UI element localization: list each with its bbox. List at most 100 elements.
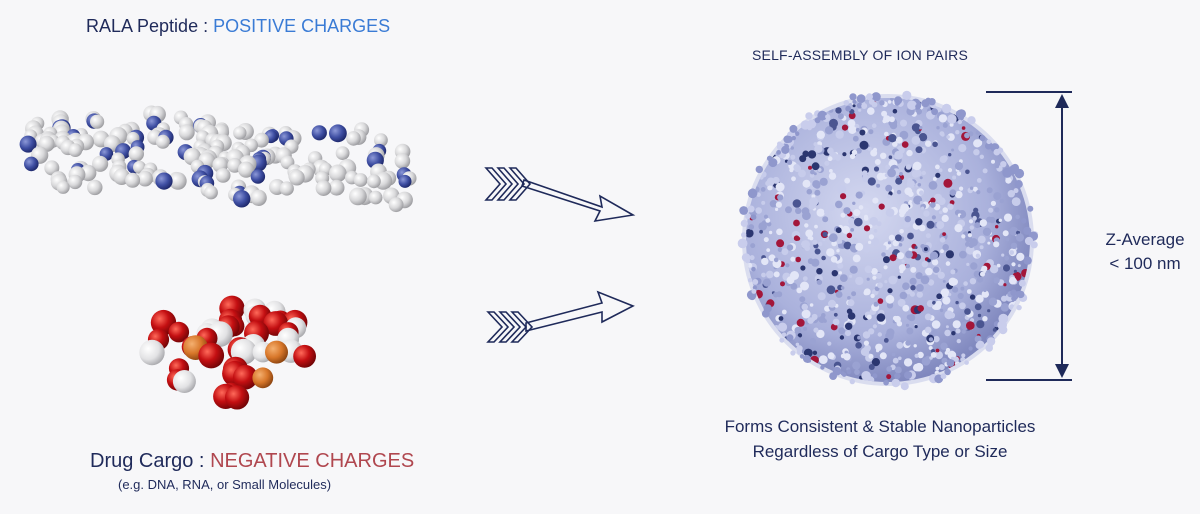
peptide-atom — [813, 172, 817, 176]
peptide-atom — [931, 329, 938, 337]
peptide-atom — [896, 252, 905, 260]
peptide-atom — [854, 369, 860, 375]
peptide-atom — [976, 190, 981, 195]
peptide-atom — [761, 257, 769, 266]
peptide-atom — [942, 122, 948, 128]
edge-atom — [931, 108, 938, 116]
peptide-atom — [947, 133, 955, 141]
peptide-atom — [915, 146, 923, 154]
peptide-atom — [766, 248, 771, 253]
edge-atom — [755, 165, 763, 174]
peptide-atom — [945, 261, 951, 266]
cargo-atom — [889, 254, 897, 262]
edge-atom — [747, 205, 755, 213]
peptide-atom — [1015, 214, 1020, 220]
peptide-atom — [803, 326, 808, 331]
peptide-atom — [975, 253, 981, 258]
peptide-atom — [843, 241, 852, 250]
peptide-atom — [785, 206, 792, 214]
peptide-atom — [1007, 190, 1015, 198]
peptide-atom — [964, 308, 971, 315]
carbon-atom — [388, 197, 404, 213]
peptide-atom — [942, 244, 949, 251]
peptide-atom — [851, 291, 857, 297]
edge-atom — [849, 93, 857, 101]
peptide-atom — [858, 108, 862, 112]
peptide-atom — [877, 282, 883, 289]
cargo-atom — [878, 203, 885, 210]
peptide-atom — [917, 351, 924, 359]
peptide-atom — [992, 328, 997, 332]
peptide-atom — [1011, 197, 1021, 207]
peptide-atom — [847, 299, 855, 307]
peptide-atom — [915, 108, 923, 115]
edge-atom — [975, 342, 983, 349]
peptide-atom — [802, 179, 811, 188]
phosphorus-atom — [252, 367, 274, 389]
cargo-atom — [877, 298, 884, 304]
edge-atom — [861, 103, 868, 109]
peptide-atom — [926, 220, 935, 229]
peptide-atom — [870, 293, 875, 299]
peptide-atom — [938, 114, 948, 123]
peptide-atom — [807, 258, 814, 265]
peptide-atom — [915, 272, 923, 280]
peptide-atom — [837, 239, 843, 245]
peptide-atom — [959, 214, 964, 219]
negative-charges-label: NEGATIVE CHARGES — [210, 450, 415, 472]
edge-atom — [872, 373, 878, 379]
peptide-atom — [816, 130, 825, 139]
peptide-atom — [959, 302, 966, 310]
edge-atom — [751, 288, 757, 294]
peptide-atom — [888, 209, 894, 215]
cargo-atom — [995, 225, 999, 229]
peptide-atom — [899, 291, 908, 300]
peptide-atom — [1011, 262, 1016, 267]
peptide-atom — [931, 349, 935, 353]
peptide-atom — [859, 140, 869, 150]
peptide-atom — [802, 150, 809, 158]
peptide-atom — [906, 327, 914, 335]
peptide-atom — [973, 149, 980, 156]
peptide-atom — [993, 192, 1002, 201]
peptide-atom — [933, 335, 940, 343]
peptide-atom — [824, 126, 834, 135]
peptide-atom — [892, 141, 898, 147]
peptide-atom — [1001, 253, 1005, 257]
peptide-atom — [775, 182, 785, 192]
peptide-atom — [998, 218, 1002, 222]
peptide-atom — [945, 250, 955, 259]
edge-atom — [986, 139, 992, 145]
peptide-atom — [955, 328, 961, 334]
peptide-atom — [801, 207, 810, 216]
peptide-atom — [849, 265, 858, 274]
peptide-atom — [967, 233, 973, 238]
edge-atom — [790, 350, 796, 356]
peptide-atom — [835, 291, 843, 298]
peptide-atom — [777, 194, 784, 201]
hydrogen-atom — [172, 370, 196, 393]
peptide-atom — [818, 241, 823, 247]
peptide-atom — [980, 271, 985, 277]
edge-atom — [1018, 279, 1026, 287]
peptide-atom — [955, 190, 963, 199]
peptide-atom — [809, 303, 814, 307]
peptide-atom — [905, 323, 910, 327]
peptide-atom — [931, 258, 939, 266]
peptide-atom — [843, 207, 851, 215]
cargo-atom — [796, 236, 801, 241]
carbon-atom — [178, 124, 195, 141]
peptide-atom — [955, 130, 960, 135]
peptide-atom — [969, 225, 974, 230]
peptide-atom — [974, 303, 982, 311]
peptide-atom — [979, 245, 984, 250]
peptide-atom — [875, 343, 883, 351]
peptide-atom — [947, 168, 953, 173]
edge-atom — [752, 279, 759, 285]
peptide-atom — [873, 229, 878, 233]
peptide-atom — [858, 205, 864, 210]
peptide-atom — [961, 234, 966, 239]
peptide-atom — [890, 98, 894, 101]
peptide-atom — [935, 164, 940, 170]
peptide-atom — [976, 178, 982, 183]
